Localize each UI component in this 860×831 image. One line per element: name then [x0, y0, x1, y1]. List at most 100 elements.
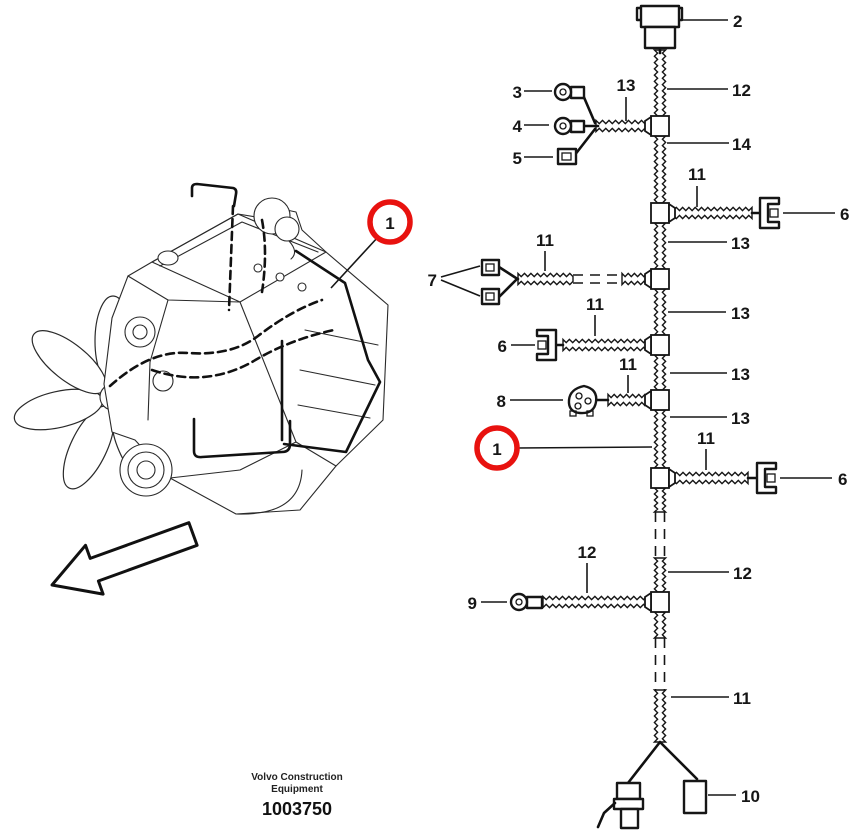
callout-10-label: 10: [741, 787, 760, 806]
harness-callout-circle: [474, 425, 520, 471]
bottom-connector-body: [619, 807, 640, 830]
harness-schematic: 1: [428, 4, 849, 830]
segment-11-bottom-label: 11: [733, 689, 751, 708]
loom-segment: [652, 611, 668, 639]
connector-5: [556, 147, 578, 166]
junction: [650, 115, 670, 137]
bottom-connector-lock: [612, 797, 645, 811]
segment-13-r2-label: 13: [731, 304, 750, 323]
ring-terminal-3: [553, 82, 573, 102]
connector-8-tab: [569, 410, 577, 417]
valve-cover: [151, 213, 327, 303]
junction: [650, 591, 670, 613]
bottom-split: [596, 740, 708, 830]
loom-segment: [607, 392, 649, 408]
segment-12-right-label: 12: [733, 564, 752, 583]
leader-lines: [440, 19, 835, 796]
connector-6r2-body: [755, 461, 778, 495]
hidden-cable-run-1: [108, 298, 324, 388]
ring-terminal-3-hole: [559, 88, 567, 96]
junction-blocks: [644, 115, 676, 613]
connector-6l-body: [535, 328, 558, 362]
segment-13-r1-label: 13: [731, 234, 750, 253]
connector-6r2-tab: [766, 473, 776, 483]
trunk-dash-1: [654, 512, 666, 558]
junction: [650, 467, 670, 489]
loom-segment: [562, 337, 651, 353]
branch7-dash: [573, 274, 622, 284]
cable-run-bottom: [192, 417, 292, 459]
engine-callout-circle: [367, 199, 413, 245]
segment-13-top-label: 13: [617, 76, 636, 95]
connector-2-body: [643, 25, 677, 50]
loom-segment: [652, 409, 668, 469]
top-pipe-hidden: [227, 204, 235, 312]
junction-flange: [644, 268, 652, 290]
segment-11-b6r-label: 11: [697, 429, 715, 448]
loom-segment: [652, 49, 668, 117]
figure-number: 1003750: [262, 799, 332, 819]
harness-callout-number: 1: [492, 440, 501, 459]
connector-7-lower: [480, 287, 501, 306]
connector-7-upper: [480, 258, 501, 277]
segment-13-r4-label: 13: [731, 409, 750, 428]
ring-terminal-4-tail: [569, 119, 586, 134]
ring-terminal-9-ring: [509, 592, 529, 612]
engine-illustration: 1: [13, 182, 413, 515]
connector-2-housing: [639, 4, 681, 29]
callout-6-left-label: 6: [498, 337, 507, 356]
oil-cap: [157, 250, 179, 266]
connector-10: [682, 779, 708, 815]
loom-segment: [652, 487, 668, 513]
connector-7-lower-cavity: [485, 292, 495, 301]
segment-13-r3-label: 13: [731, 365, 750, 384]
brand-line1: Volvo Construction: [251, 772, 342, 783]
connector-6-right-2: [746, 461, 778, 495]
segment-12-top-label: 12: [732, 81, 751, 100]
junction-flange: [644, 389, 652, 411]
connector-6l-tab: [537, 340, 547, 350]
branch-7-leads: [497, 265, 520, 299]
callout-3-label: 3: [513, 83, 522, 102]
bottom-connector-top: [615, 781, 642, 801]
front-face-line: [147, 299, 169, 421]
ring-terminal-3-tail: [569, 85, 586, 100]
engine-harness-cable: [108, 182, 382, 459]
crank-damper-hub: [136, 460, 156, 480]
turbo-outlet: [274, 216, 300, 242]
connector-8-tab: [586, 410, 594, 417]
connector-6r1-body: [758, 196, 781, 230]
alternator-pulley-inner: [132, 324, 148, 340]
ring-terminal-9: [509, 592, 544, 612]
connector-8-body: [567, 384, 598, 415]
loom-segment: [517, 271, 574, 287]
block-ribs: [297, 329, 379, 419]
tensioner-pulley: [152, 370, 174, 392]
segment-11-b7-label: 11: [536, 231, 554, 250]
connector-8-pin: [584, 397, 592, 405]
cable-run-right: [282, 249, 382, 454]
branch-3-4-5: [553, 82, 600, 166]
junction: [650, 268, 670, 290]
loom-segment: [669, 205, 753, 221]
junction-flange: [668, 202, 676, 224]
trunk-hidden-sections: [573, 274, 666, 690]
harness-callout-leader: [516, 446, 653, 449]
ring-terminal-9-tail: [525, 595, 544, 610]
callout-9-label: 9: [468, 594, 477, 613]
connector-6-left: [535, 328, 565, 362]
trunk-dash-2: [654, 638, 666, 690]
engine-callout-number: 1: [385, 214, 394, 233]
loom-segment: [652, 135, 668, 204]
loom-segment: [542, 594, 651, 610]
connector-6r1-tab: [769, 208, 779, 218]
loom-segment: [595, 118, 649, 134]
injector: [253, 263, 263, 273]
segment-14-label: 14: [732, 135, 751, 154]
junction: [650, 202, 670, 224]
junction-flange: [644, 115, 652, 137]
junction-flange: [644, 591, 652, 613]
junction: [650, 334, 670, 356]
